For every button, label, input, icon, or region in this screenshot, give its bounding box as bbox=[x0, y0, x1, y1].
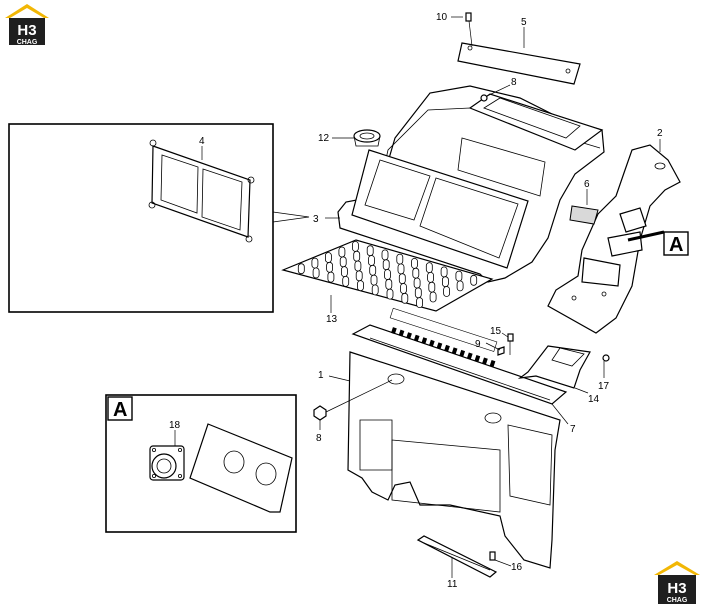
mat-hole bbox=[400, 283, 407, 294]
part-6-label: 6 bbox=[569, 179, 599, 225]
mat-hole bbox=[455, 270, 463, 282]
mat-hole bbox=[327, 271, 335, 283]
mat-hole bbox=[416, 297, 424, 309]
callout-10: 10 bbox=[436, 12, 448, 23]
mat-hole bbox=[398, 273, 406, 285]
mat-hole bbox=[370, 274, 378, 286]
mat-hole bbox=[381, 249, 389, 261]
part-16-bolt: 16 bbox=[489, 551, 523, 573]
part-7-strip: 7 bbox=[551, 403, 576, 435]
mat-hole bbox=[326, 261, 334, 273]
mat-hole bbox=[353, 250, 361, 262]
mat-hole bbox=[429, 291, 437, 303]
mat-hole bbox=[428, 281, 436, 293]
mat-hole bbox=[339, 256, 347, 268]
part-17-screw: 17 bbox=[598, 354, 610, 392]
callout-17: 17 bbox=[598, 381, 610, 392]
mat-hole bbox=[413, 277, 421, 289]
logo-panel bbox=[658, 575, 696, 604]
callout-9: 9 bbox=[475, 339, 481, 350]
mat-hole bbox=[425, 262, 433, 274]
mat-hole bbox=[340, 266, 348, 278]
mat-hole bbox=[355, 270, 363, 282]
part-15-bolt: 15 bbox=[490, 326, 514, 355]
mat-hole bbox=[368, 255, 375, 266]
mat-hole bbox=[396, 253, 404, 265]
callout-1: 1 bbox=[318, 370, 324, 381]
mat-hole bbox=[470, 274, 478, 286]
mat-hole bbox=[414, 287, 422, 299]
callout-8-top: 8 bbox=[511, 77, 517, 88]
mat-hole bbox=[412, 267, 420, 279]
detail-a-box: A 18 bbox=[105, 394, 297, 533]
part-11-rail: 11 bbox=[416, 535, 498, 590]
part-5-cover: 5 10 bbox=[436, 12, 581, 85]
mat-hole bbox=[357, 280, 364, 292]
logo-roof-icon bbox=[654, 561, 700, 575]
callout-14: 14 bbox=[588, 394, 600, 405]
mat-hole bbox=[386, 288, 394, 300]
mat-hole bbox=[369, 264, 377, 276]
mat-hole bbox=[411, 257, 418, 269]
logo-top-left: H3 CHAG bbox=[5, 4, 49, 46]
mat-hole bbox=[456, 280, 464, 292]
logo-panel bbox=[9, 18, 45, 45]
callout-12: 12 bbox=[318, 133, 330, 144]
part-3-housing: 3 8 bbox=[313, 77, 605, 283]
callout-11: 11 bbox=[447, 579, 458, 590]
inset-filter-panel: 4 bbox=[8, 123, 310, 313]
mat-hole bbox=[351, 240, 359, 252]
callout-5: 5 bbox=[521, 17, 527, 28]
mat-hole bbox=[427, 271, 435, 283]
part-13-mat: 13 bbox=[281, 239, 494, 325]
callout-3: 3 bbox=[313, 214, 319, 225]
callout-15: 15 bbox=[490, 326, 502, 337]
part-12-cup-holder: 12 bbox=[318, 129, 381, 147]
mat-hole bbox=[366, 245, 374, 257]
callout-13: 13 bbox=[326, 314, 338, 325]
mat-hole bbox=[384, 269, 391, 280]
mat-hole bbox=[297, 263, 305, 275]
mat-hole bbox=[382, 259, 390, 271]
callout-8-bottom: 8 bbox=[316, 433, 322, 444]
mat-hole bbox=[338, 246, 346, 258]
detail-a-label: A bbox=[669, 234, 683, 256]
callout-6: 6 bbox=[584, 179, 590, 190]
mat-hole bbox=[342, 275, 350, 287]
mat-hole bbox=[324, 252, 332, 263]
logo-brand-bottom: CHAG bbox=[17, 39, 38, 46]
callout-2: 2 bbox=[657, 128, 663, 139]
mat-hole bbox=[312, 267, 320, 279]
mat-hole bbox=[311, 257, 319, 269]
logo-brand-bottom: CHAG bbox=[667, 597, 688, 604]
part-1-panel: 1 8 bbox=[313, 307, 568, 569]
mat-hole bbox=[397, 263, 405, 275]
mat-hole bbox=[440, 266, 448, 278]
part-14-bracket: 14 bbox=[517, 345, 600, 405]
detail-a-box-label: A bbox=[113, 399, 127, 421]
callout-7: 7 bbox=[570, 424, 576, 435]
callout-4: 4 bbox=[199, 136, 205, 147]
mat-hole bbox=[371, 284, 379, 296]
mat-hole bbox=[401, 292, 409, 304]
part-9-clip: 9 bbox=[475, 339, 505, 356]
logo-brand-top: H3 bbox=[667, 580, 686, 597]
detail-a-flag: A bbox=[627, 230, 689, 256]
mat-hole bbox=[385, 278, 393, 290]
logo-roof-icon bbox=[5, 4, 49, 18]
logo-brand-top: H3 bbox=[17, 22, 36, 39]
logo-bottom-right: H3 CHAG bbox=[654, 561, 700, 604]
mat-hole bbox=[354, 260, 362, 272]
mat-holes bbox=[297, 240, 478, 309]
mat-hole bbox=[443, 286, 451, 297]
part-2-column: 2 bbox=[547, 128, 681, 334]
mat-hole bbox=[441, 276, 449, 288]
callout-16: 16 bbox=[511, 562, 523, 573]
callout-18: 18 bbox=[169, 420, 181, 431]
